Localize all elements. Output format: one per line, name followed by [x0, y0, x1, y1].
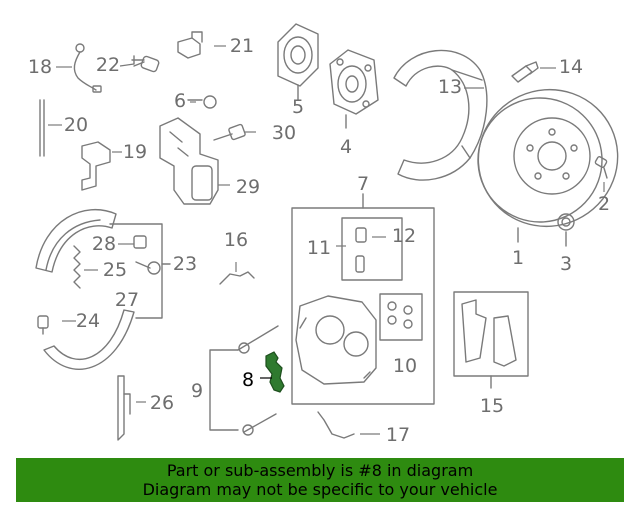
part-28-pin: [133, 235, 147, 249]
callout-30: 30: [272, 122, 296, 144]
callout-2: 2: [598, 193, 610, 215]
group-box-11: [341, 217, 403, 281]
callout-27: 27: [115, 289, 139, 311]
callout-5: 5: [292, 96, 304, 118]
callout-24: 24: [76, 310, 100, 332]
part-25-spring: [73, 245, 81, 289]
callout-1: 1: [512, 247, 524, 269]
group-box-10: [379, 293, 423, 341]
info-banner: Part or sub-assembly is #8 in diagram Di…: [16, 458, 624, 502]
caliper-body: [295, 295, 377, 385]
banner-line-2: Diagram may not be specific to your vehi…: [142, 480, 498, 499]
part-18-sensor-wire: [73, 43, 102, 93]
callout-19: 19: [123, 141, 147, 163]
banner-line-1: Part or sub-assembly is #8 in diagram: [166, 461, 474, 480]
part-14-screw: [511, 61, 539, 83]
part-brake-shoe-upper: [35, 209, 117, 273]
callout-26: 26: [150, 392, 174, 414]
callout-22: 22: [96, 54, 120, 76]
callout-21: 21: [230, 35, 254, 57]
part-2-screw: [594, 156, 608, 179]
callout-7: 7: [357, 173, 369, 195]
part-30-bolt: [213, 123, 246, 141]
callout-15: 15: [480, 395, 504, 417]
brake-parts-diagram: 1234567891011121314151617181920212223242…: [28, 23, 619, 446]
group-box-15: [453, 291, 529, 377]
part-15-brake-pads: [461, 299, 517, 367]
bracket-9: [209, 349, 239, 431]
callout-18: 18: [28, 56, 52, 78]
part-3-nut: [557, 213, 575, 247]
callout-23: 23: [173, 253, 197, 275]
callout-28: 28: [92, 233, 116, 255]
part-8-highlighted-clip: [265, 351, 285, 393]
callout-9: 9: [191, 380, 203, 402]
callout-8: 8: [242, 369, 254, 391]
bracket-23: [109, 223, 163, 319]
part-13-dust-shield: [393, 49, 488, 181]
part-4-wheel-hub: [329, 49, 379, 129]
callout-17: 17: [386, 424, 410, 446]
part-26-strut: [117, 375, 131, 441]
callout-11: 11: [307, 237, 331, 259]
callout-20: 20: [64, 114, 88, 136]
part-12-bleeder: [355, 227, 367, 273]
part-21-clip: [177, 31, 203, 59]
part-1-brake-rotor: [477, 88, 619, 243]
callout-3: 3: [560, 253, 572, 275]
callout-25: 25: [103, 259, 127, 281]
callout-4: 4: [340, 136, 352, 158]
callout-12: 12: [392, 225, 416, 247]
part-20-rod: [39, 99, 45, 157]
part-9-bolts: [237, 325, 279, 436]
callout-13: 13: [438, 76, 462, 98]
part-5-wheel-bearing: [277, 23, 319, 101]
callout-16: 16: [224, 229, 248, 251]
part-24-plug: [37, 315, 49, 335]
part-6-bolt: [187, 95, 217, 109]
part-29-actuator: [159, 117, 219, 205]
part-27-adjuster: [135, 261, 161, 275]
callout-6: 6: [174, 90, 186, 112]
callout-14: 14: [559, 56, 583, 78]
callout-10: 10: [393, 355, 417, 377]
part-brake-shoe-lower: [43, 309, 135, 370]
part-16-line: [219, 271, 255, 285]
part-22-bolt: [131, 55, 160, 73]
part-19-bracket: [81, 141, 111, 191]
part-10-caps: [387, 301, 413, 329]
callout-29: 29: [236, 176, 260, 198]
part-17-wear-sensor: [317, 411, 355, 439]
